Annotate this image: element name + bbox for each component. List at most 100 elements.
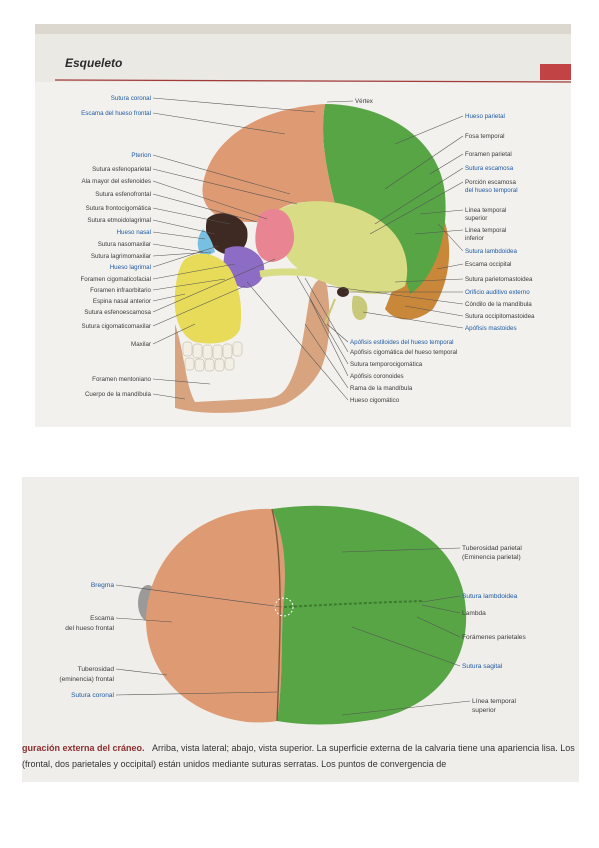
leader-right-6 (419, 209, 464, 215)
label-b-right-2: Sutura lambdoidea (462, 593, 518, 600)
label-right-8: Línea temporal (465, 227, 506, 234)
leader-right-10 (437, 223, 464, 252)
skull-superior-illustration (138, 505, 467, 725)
leader-left-9 (152, 243, 204, 253)
label-vertex: Vértex (355, 98, 374, 105)
parietal-bone-top (272, 505, 467, 725)
leader-left-18 (152, 378, 211, 385)
label-left-19: Cuerpo de la mandíbula (85, 391, 152, 398)
label-b-right-0: Tuberosidad parietal (462, 545, 522, 552)
label-bottom-4: Rama de la mandíbula (350, 385, 413, 392)
label-left-9: Sutura nasomaxilar (98, 241, 151, 248)
leader-lines-bottom (115, 547, 471, 716)
leader-right-16 (362, 311, 464, 329)
label-right-13: Orificio auditivo externo (465, 289, 530, 296)
label-right-2: Foramen parietal (465, 151, 512, 158)
leader-left-13 (152, 278, 226, 291)
label-bottom-3: Apófisis coronoides (350, 373, 404, 380)
leader-right-8 (414, 229, 464, 235)
label-bottom-5: Hueso cigomático (350, 397, 400, 404)
leader-left-14 (152, 293, 186, 302)
label-left-0: Sutura coronal (111, 95, 151, 102)
leader-left-7 (152, 219, 216, 235)
leader-b-right-3 (421, 604, 461, 614)
label-b-left-5: Sutura coronal (71, 692, 114, 699)
label-left-15: Sutura esfenoescamosa (84, 309, 151, 316)
caption-text-1: Arriba, vista lateral; abajo, vista supe… (152, 743, 575, 753)
label-b-left-3: Tuberosidad (78, 666, 115, 673)
label-b-right-7: superior (472, 707, 497, 714)
label-left-11: Hueso lagrimal (110, 264, 151, 271)
label-b-right-5: Sutura sagital (462, 663, 503, 670)
label-b-left-0: Bregma (91, 582, 114, 589)
leader-left-10 (152, 251, 212, 257)
label-right-9: inferior (465, 235, 484, 242)
label-b-left-1: Escama (90, 615, 114, 622)
leader-left-8 (152, 231, 206, 240)
label-left-4: Ala mayor del esfenoides (82, 178, 151, 185)
leader-left-12 (152, 263, 236, 280)
label-left-5: Sutura esfenofrontal (95, 191, 151, 198)
leader-left-1 (152, 112, 286, 135)
label-b-right-4: Forámenes parietales (462, 634, 526, 641)
label-b-left-4: (eminencia) frontal (59, 676, 114, 683)
leader-left-17 (152, 323, 196, 345)
sphenoid-bone (255, 209, 295, 262)
label-b-right-6: Línea temporal (472, 698, 517, 705)
nasal-bone (197, 229, 215, 258)
label-b-right-1: (Eminencia parietal) (462, 554, 521, 561)
leader-lines (152, 97, 464, 401)
leader-right-12 (394, 278, 464, 283)
leader-left-2 (152, 154, 291, 195)
figure-caption-line2: (frontal, dos parietales y occipital) es… (22, 759, 446, 769)
label-right-0: Hueso parietal (465, 113, 505, 120)
label-left-17: Maxilar (131, 341, 151, 348)
label-bottom-0: Apófisis estiloides del hueso temporal (350, 339, 454, 346)
label-right-1: Fosa temporal (465, 133, 505, 140)
leader-left-19 (152, 393, 186, 400)
label-right-6: Línea temporal (465, 207, 506, 214)
caption-bold: guración externa del cráneo. (22, 743, 145, 753)
label-left-2: Pterion (131, 152, 151, 159)
label-right-4: Porción escamosa (465, 179, 516, 186)
label-right-14: Cóndilo de la mandíbula (465, 301, 532, 308)
label-left-13: Foramen infraorbitario (90, 287, 151, 294)
label-left-10: Sutura lagrimomaxilar (91, 253, 151, 260)
leader-bottom-5 (246, 281, 349, 401)
label-b-right-3: Lambda (462, 610, 486, 617)
leader-left-5 (152, 193, 258, 223)
leader-right-1 (384, 135, 464, 190)
leader-left-15 (152, 258, 276, 313)
leader-left-6 (152, 207, 231, 225)
label-right-15: Sutura occipitomastoidea (465, 313, 535, 320)
label-left-7: Sutura etmoidolagrimal (87, 217, 151, 224)
page-title: Esqueleto (65, 56, 122, 70)
label-right-11: Escama occipital (465, 261, 511, 268)
leader-right-11 (436, 263, 464, 270)
figure-caption-line1: guración externa del cráneo. Arriba, vis… (22, 738, 575, 755)
label-right-5: del hueso temporal (465, 187, 518, 194)
label-bottom-2: Sutura temporocigomática (350, 361, 423, 368)
leader-b-right-5 (351, 626, 461, 667)
leader-right-4 (369, 181, 464, 235)
mandible (175, 279, 330, 413)
leader-left-16 (152, 285, 246, 327)
label-left-18: Foramen mentoniano (92, 376, 151, 383)
label-bottom-1: Apófisis cigomática del hueso temporal (350, 349, 457, 356)
maxilla (174, 253, 242, 344)
leader-b-right-0 (341, 547, 461, 553)
label-right-7: superior (465, 215, 487, 222)
leader-b-left-1 (115, 617, 173, 623)
caption-text-2: (frontal, dos parietales y occipital) es… (22, 759, 446, 769)
label-b-left-2: del hueso frontal (65, 625, 114, 632)
parietal-bone (323, 104, 446, 294)
skull-lateral-illustration (174, 104, 450, 413)
label-left-12: Foramen cigomaticofacial (81, 276, 152, 283)
leader-left-4 (152, 180, 268, 220)
leader-bottom-1 (304, 277, 349, 353)
leader-bottom-3 (309, 298, 349, 377)
label-left-16: Sutura cigomaticomaxilar (82, 323, 151, 330)
leader-bottom-4 (304, 323, 349, 389)
label-right-16: Apófisis mastoides (465, 325, 517, 332)
